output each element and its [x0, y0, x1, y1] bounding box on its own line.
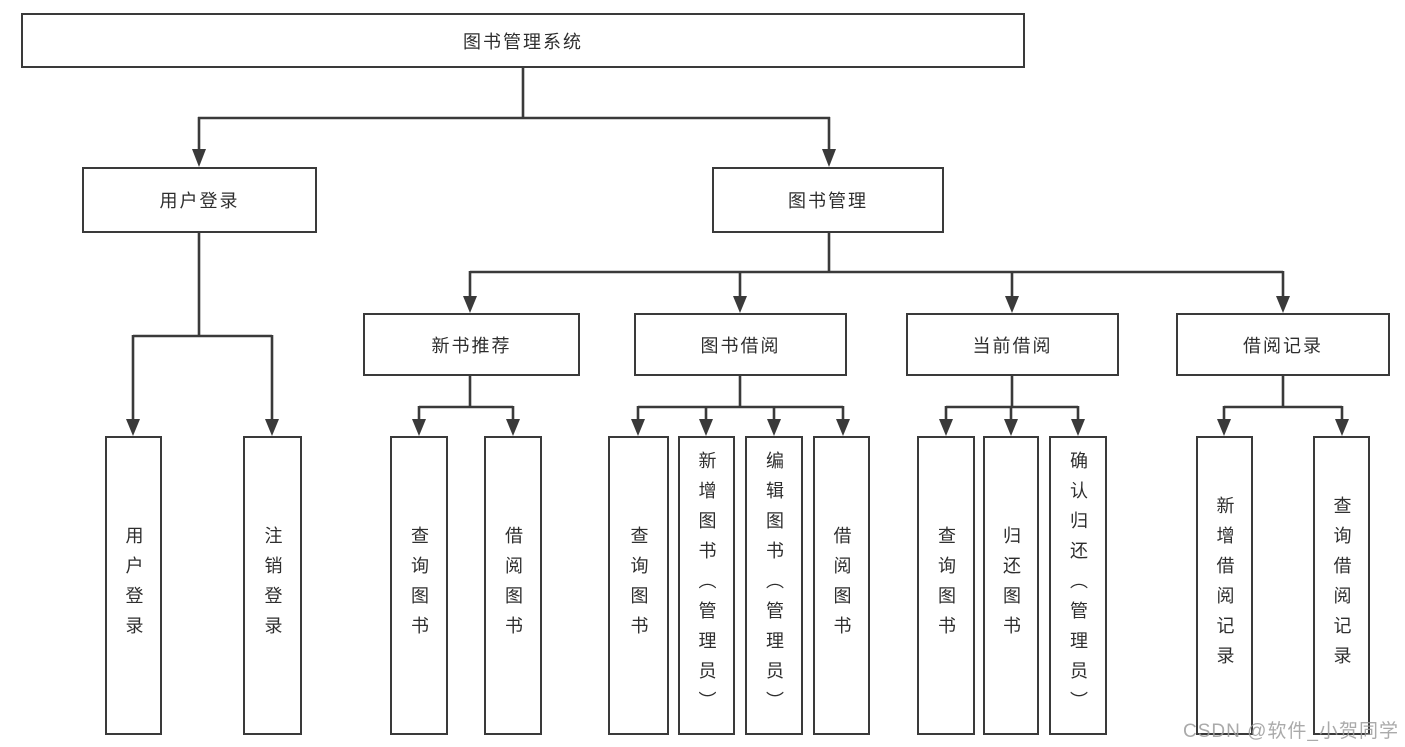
arrowhead-icon — [631, 419, 645, 436]
arrowhead-icon — [192, 149, 206, 167]
leaf-query-borrowing-record: 查询借阅记录 — [1313, 436, 1370, 735]
node-label: 查询图书 — [936, 525, 956, 646]
leaf-edit-books-admin: 编辑图书（管理员） — [745, 436, 803, 735]
node-label: 查询借阅记录 — [1331, 495, 1352, 676]
arrowhead-icon — [1276, 296, 1290, 313]
leaf-add-books-admin: 新增图书（管理员） — [678, 436, 735, 735]
arrowhead-icon — [1004, 419, 1018, 436]
leaf-query-books-recommendation: 查询图书 — [390, 436, 448, 735]
arrowhead-icon — [463, 296, 477, 313]
leaf-confirm-return-admin: 确认归还（管理员） — [1049, 436, 1107, 735]
leaf-query-books-current: 查询图书 — [917, 436, 975, 735]
node-label: 图书管理 — [788, 191, 868, 211]
leaf-query-books-borrowing: 查询图书 — [608, 436, 669, 735]
node-label: 借阅记录 — [1243, 335, 1323, 356]
node-label: 归还图书 — [1001, 525, 1021, 646]
leaf-borrow-books-borrowing: 借阅图书 — [813, 436, 870, 735]
node-new-book-recommendation: 新书推荐 — [363, 313, 580, 376]
arrowhead-icon — [699, 419, 713, 436]
node-root-system: 图书管理系统 — [21, 13, 1025, 68]
node-label: 编辑图书（管理员） — [764, 450, 784, 721]
arrowhead-icon — [1217, 419, 1231, 436]
node-label: 借阅图书 — [503, 525, 523, 646]
node-label: 图书借阅 — [700, 335, 781, 356]
arrowhead-icon — [265, 419, 279, 436]
arrowhead-icon — [1005, 296, 1019, 313]
node-borrowing-records: 借阅记录 — [1176, 313, 1390, 376]
node-label: 查询图书 — [628, 525, 649, 646]
node-label: 确认归还（管理员） — [1068, 450, 1088, 721]
node-label: 用户登录 — [123, 525, 144, 646]
arrowhead-icon — [822, 149, 836, 167]
arrowhead-icon — [412, 419, 426, 436]
node-label: 新书推荐 — [431, 335, 512, 356]
leaf-add-borrowing-record: 新增借阅记录 — [1196, 436, 1253, 735]
node-label: 注销登录 — [262, 525, 283, 646]
arrowhead-icon — [767, 419, 781, 436]
arrowhead-icon — [836, 419, 850, 436]
arrowhead-icon — [1071, 419, 1085, 436]
node-label: 借阅图书 — [831, 525, 852, 646]
arrowhead-icon — [506, 419, 520, 436]
leaf-user-login: 用户登录 — [105, 436, 162, 735]
node-current-borrowing: 当前借阅 — [906, 313, 1119, 376]
arrowhead-icon — [939, 419, 953, 436]
arrowhead-icon — [126, 419, 140, 436]
node-label: 查询图书 — [409, 525, 429, 646]
leaf-return-books: 归还图书 — [983, 436, 1039, 735]
node-label: 用户登录 — [159, 191, 240, 211]
node-label: 当前借阅 — [972, 335, 1053, 356]
arrowhead-icon — [733, 296, 747, 313]
node-user-login: 用户登录 — [82, 167, 317, 233]
csdn-watermark: CSDN @软件_小贺同学 — [1183, 721, 1399, 742]
node-book-management: 图书管理 — [712, 167, 944, 233]
arrowhead-icon — [1335, 419, 1349, 436]
node-label: 新增借阅记录 — [1214, 495, 1235, 676]
node-label: 新增图书（管理员） — [696, 450, 717, 721]
leaf-borrow-books-recommendation: 借阅图书 — [484, 436, 542, 735]
leaf-logout: 注销登录 — [243, 436, 302, 735]
node-label: 图书管理系统 — [463, 31, 583, 52]
node-book-borrowing: 图书借阅 — [634, 313, 847, 376]
